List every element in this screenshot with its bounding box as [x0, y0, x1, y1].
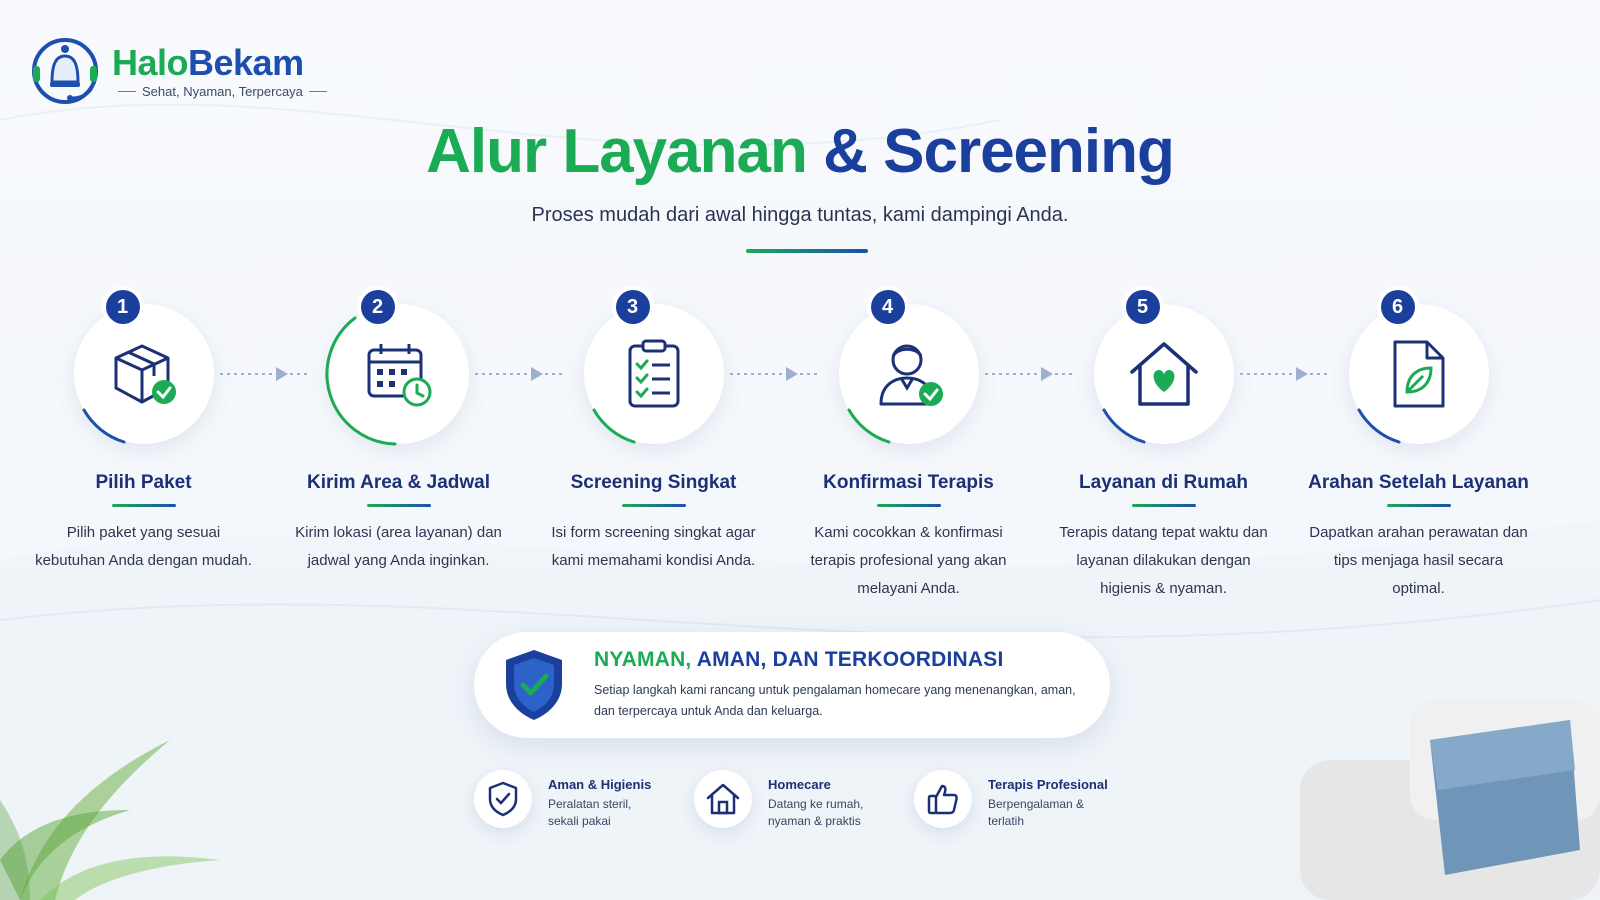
step-1: 1 Pilih Paket Pilih paket yang sesuai ke…	[16, 282, 271, 575]
step-underline	[1131, 504, 1196, 507]
step-description: Terapis datang tepat waktu dan layanan d…	[1059, 524, 1268, 597]
progress-arc	[1357, 408, 1400, 444]
step-number-badge: 5	[1125, 290, 1160, 324]
step-description: Kirim lokasi (area layanan) dan jadwal y…	[295, 524, 502, 569]
home-heart-icon	[1129, 342, 1198, 406]
step-number-badge: 4	[870, 290, 905, 324]
arrow-connector	[1240, 367, 1328, 381]
step-description: Isi form screening singkat agar kami mem…	[551, 524, 756, 569]
banner-heading-part1: NYAMAN,	[594, 648, 692, 671]
step-number-badge: 1	[105, 290, 140, 324]
step-underline	[1386, 504, 1451, 507]
progress-arc	[592, 408, 635, 444]
page-title-part2: & Screening	[823, 117, 1175, 186]
feature-title: Homecare	[768, 777, 831, 792]
step-description: Kami cocokkan & konfirmasi terapis profe…	[810, 524, 1007, 597]
feature-homecare: Homecare Datang ke rumah, nyaman & prakt…	[694, 770, 872, 830]
step-5: 5 Layanan di Rumah Terapis datang tepat …	[1036, 282, 1291, 603]
feature-title: Aman & Higienis	[548, 777, 652, 792]
banner-description: Setiap langkah kami rancang untuk pengal…	[594, 683, 1076, 718]
step-4: 4 Konfirmasi Terapis Kami cocokkan & kon…	[781, 282, 1036, 603]
shield-check-icon	[506, 650, 562, 720]
page-subtitle: Proses mudah dari awal hingga tuntas, ka…	[531, 204, 1069, 226]
banner-heading-part3: DAN TERKOORDINASI	[772, 648, 1004, 671]
calendar-clock-icon	[367, 344, 431, 407]
arrow-connector	[220, 367, 308, 381]
feature-aman-higienis: Aman & Higienis Peralatan steril, sekali…	[474, 770, 651, 830]
feature-title: Terapis Profesional	[988, 777, 1108, 792]
arrow-connector	[985, 367, 1073, 381]
house-icon	[706, 783, 740, 815]
page-title-part1: Alur Layanan	[426, 117, 808, 186]
step-number-badge: 3	[615, 290, 650, 324]
step-underline	[621, 504, 686, 507]
feature-description: Peralatan steril, sekali pakai	[548, 797, 632, 828]
shield-check-icon	[488, 781, 518, 817]
feature-terapis-profesional: Terapis Profesional Berpengalaman & terl…	[914, 770, 1108, 830]
progress-arc	[82, 408, 125, 444]
cupping-headset-icon	[32, 38, 98, 104]
brand-tagline: Sehat, Nyaman, Terpercaya	[112, 84, 333, 99]
step-title: Pilih Paket	[95, 472, 192, 493]
brand-name-part1: Halo	[112, 41, 189, 83]
step-title: Kirim Area & Jadwal	[306, 472, 491, 493]
step-number-badge: 6	[1380, 290, 1415, 324]
feature-description: Datang ke rumah, nyaman & praktis	[768, 797, 864, 828]
arrow-connector	[730, 367, 818, 381]
page-title: Alur Layanan & Screening	[0, 116, 1600, 187]
step-2: 2 Kirim Area & Jadwal Kirim lokasi (area…	[271, 282, 526, 575]
step-description: Dapatkan arahan perawatan dan tips menja…	[1309, 524, 1528, 597]
step-title: Screening Singkat	[570, 472, 737, 493]
step-description: Pilih paket yang sesuai kebutuhan Anda d…	[35, 524, 252, 569]
progress-arc	[1102, 408, 1145, 444]
step-title: Konfirmasi Terapis	[823, 472, 994, 493]
assurance-banner: NYAMAN, AMAN, DAN TERKOORDINASI Setiap l…	[474, 632, 1110, 738]
step-3: 3 Screening Singkat Isi form screening s…	[526, 282, 781, 575]
banner-heading-part2: AMAN,	[696, 648, 767, 671]
therapist-check-icon	[879, 344, 943, 406]
arrow-connector	[475, 367, 563, 381]
sofa-decoration	[1300, 700, 1600, 900]
banner-heading: NYAMAN, AMAN, DAN TERKOORDINASI	[594, 648, 1094, 672]
step-number-badge: 2	[360, 290, 395, 324]
feature-description: Berpengalaman & terlatih	[988, 797, 1085, 828]
step-underline	[111, 504, 176, 507]
progress-arc	[325, 316, 396, 446]
package-check-icon	[114, 344, 176, 404]
clipboard-checklist-icon	[628, 339, 679, 408]
step-title: Layanan di Rumah	[1079, 472, 1248, 493]
brand-name-part2: Bekam	[188, 41, 304, 83]
brand-name: HaloBekam	[112, 41, 333, 83]
progress-arc	[847, 408, 890, 444]
brand-logo[interactable]: HaloBekam Sehat, Nyaman, Terpercaya	[30, 36, 333, 106]
step-underline	[366, 504, 431, 507]
step-6: 6 Arahan Setelah Layanan Dapatkan arahan…	[1291, 282, 1546, 603]
title-underline	[746, 249, 868, 253]
document-leaf-icon	[1393, 340, 1444, 408]
plant-decoration	[0, 740, 220, 900]
step-title: Arahan Setelah Layanan	[1308, 472, 1529, 493]
thumbs-up-icon	[927, 784, 958, 815]
step-underline	[876, 504, 941, 507]
